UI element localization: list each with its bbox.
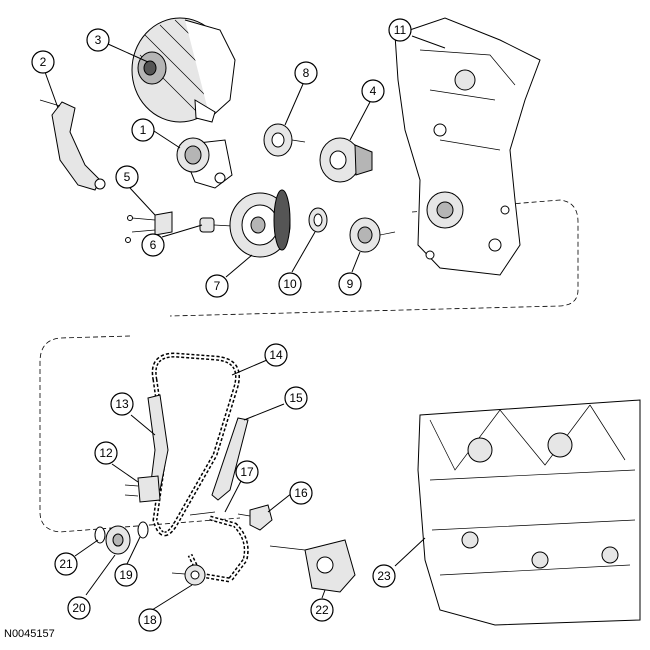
chain-guide [211,417,249,501]
callout-17: 17 [235,460,259,484]
svg-text:23: 23 [377,569,391,583]
bracket-bolts [125,211,173,243]
svg-text:7: 7 [214,279,221,293]
lower-group-boundary [39,335,241,533]
water-pump-pulley [319,137,373,183]
callout-14: 14 [264,343,288,367]
svg-text:1: 1 [140,123,147,137]
svg-text:9: 9 [347,277,354,291]
callout-5: 5 [115,165,139,189]
callout-2: 2 [31,50,55,74]
callout-3: 3 [86,28,110,52]
svg-text:15: 15 [289,391,303,405]
oil-pump [269,539,356,593]
callout-23: 23 [372,564,396,588]
alternator-bracket [39,99,106,191]
callout-18: 18 [138,608,162,632]
callout-21: 21 [54,552,78,576]
callout-10: 10 [278,272,302,296]
crank-washer [94,526,106,544]
oil-pump-chain [187,511,249,583]
callout-1: 1 [131,118,155,142]
crankshaft-sprocket [105,525,131,555]
svg-text:13: 13 [115,397,129,411]
svg-text:3: 3 [95,33,102,47]
svg-text:5: 5 [124,170,131,184]
tensioner-arm [147,394,169,491]
cylinder-block [417,399,641,626]
callout-6: 6 [141,233,165,257]
callout-12: 12 [94,441,118,465]
callout-4: 4 [361,79,385,103]
svg-text:6: 6 [150,238,157,252]
callout-8: 8 [294,61,318,85]
upper-group-boundary [169,199,579,317]
svg-text:17: 17 [240,465,254,479]
svg-text:4: 4 [370,84,377,98]
svg-text:2: 2 [40,55,47,69]
svg-text:8: 8 [303,66,310,80]
chain-tensioner [124,475,161,503]
callout-9: 9 [338,272,362,296]
callout-11: 11 [388,18,412,42]
svg-text:14: 14 [269,348,283,362]
timing-chain [151,352,240,537]
callout-7: 7 [205,274,229,298]
svg-text:11: 11 [394,23,407,37]
svg-text:22: 22 [315,603,329,617]
alternator [131,17,236,123]
crankshaft-sprocket-washer [137,521,149,539]
callout-20: 20 [67,596,91,620]
front-pulley [349,217,396,253]
svg-text:20: 20 [72,601,86,615]
callout-16: 16 [289,481,313,505]
crankshaft-bolt [199,217,233,233]
figure-id-label: N0045157 [4,628,55,640]
svg-text:19: 19 [119,568,133,582]
front-seal [308,207,328,233]
callout-22: 22 [310,598,334,622]
oil-pump-sprocket [171,564,206,586]
crankshaft-pulley [229,189,291,258]
belt-tensioner [176,137,233,189]
svg-text:18: 18 [143,613,157,627]
svg-text:10: 10 [283,277,297,291]
leader-lines [44,35,446,611]
svg-text:21: 21 [59,557,73,571]
idler-pulley [263,123,306,157]
callout-19: 19 [114,563,138,587]
svg-text:12: 12 [99,446,113,460]
callout-15: 15 [284,386,308,410]
callout-13: 13 [110,392,134,416]
svg-text:16: 16 [294,486,308,500]
engine-front-cover [394,17,541,276]
oil-pump-chain-tensioner [237,504,273,531]
